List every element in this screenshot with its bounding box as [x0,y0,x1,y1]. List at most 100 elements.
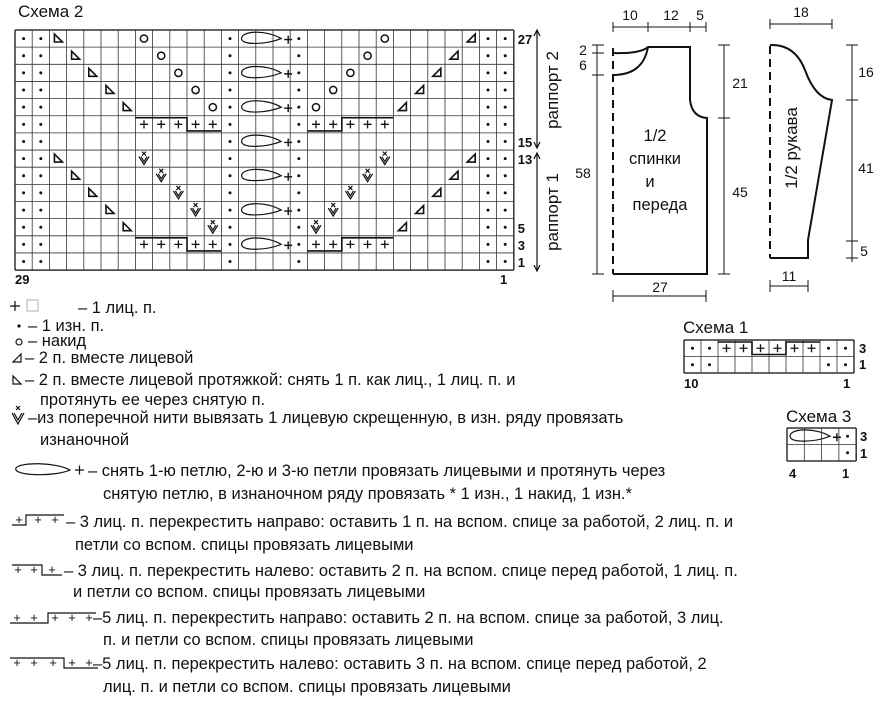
purl-dot-icon [39,242,43,246]
purl-dot-icon [228,122,232,126]
purl-dot-icon [39,208,43,212]
purl-dot-icon [486,260,490,264]
dim-sleeve-top: 18 [793,4,809,20]
loop-plus-icon [284,35,293,44]
purl-dot-icon [39,71,43,75]
purl-dot-icon [22,37,26,41]
k2tog-icon [413,83,425,95]
dim-sleeve-cuff: 5 [860,243,868,259]
knit-plus-icon [807,344,816,353]
body-dimension-lines [592,22,730,302]
yarn-over-icon [15,338,23,346]
purl-dot-icon [228,242,232,246]
purl-dot-icon [39,88,43,92]
knit-plus-icon [329,120,338,129]
purl-dot-icon [844,346,847,350]
purl-dot-icon [39,191,43,195]
dim-side-height: 45 [732,184,748,200]
cable-cross-line [307,237,394,252]
purl-dot-icon [39,37,43,41]
knit-plus-icon [191,120,200,129]
purl-dot-icon [39,157,43,161]
purl-dot-icon [486,122,490,126]
legend-cable-3-left-text: – 3 лиц. п. перекрестить налево: оставит… [64,562,738,580]
sleeve-label: 1/2 рукава [782,107,801,189]
purl-dot-icon [297,37,301,41]
dim-neck-depth-2: 6 [579,57,587,73]
k2tog-icon [430,66,442,78]
knit-plus-icon [191,240,200,249]
purl-dot-icon [22,191,26,195]
loop-plus-icon [284,241,293,250]
purl-dot-icon [22,54,26,58]
pass-over-loop-icon [240,168,283,182]
purl-dot-icon [297,54,301,58]
knit-plus-icon [312,120,320,129]
purl-dot-icon [39,122,43,126]
purl-dot-icon [503,105,507,109]
purl-dot-icon [39,174,43,178]
purl-dot-icon [503,191,507,195]
k2tog-icon [396,100,408,112]
purl-dot-icon [22,260,26,264]
purl-dot-icon [39,225,43,229]
knit-plus-icon [208,240,217,249]
purl-dot-icon [297,105,301,109]
purl-dot-icon [228,88,232,92]
legend-cable-3-left-text-cont: и петли со вспом. спицы провязать лицевы… [73,583,426,601]
purl-dot-icon [228,260,232,264]
sleeve-dimensions: 18 16 41 5 11 [782,4,874,284]
ssk-icon [105,203,116,215]
dim-sleeve-bottom: 11 [782,268,797,284]
m1-twisted-icon [207,219,219,235]
scheme-3-chart [786,427,857,462]
ssk-icon [122,220,134,232]
sleeve-dimension-lines [769,19,858,292]
dim-armhole-width: 5 [696,7,704,23]
scheme-3-col-left-label: 4 [789,466,797,481]
legend-cable-pluses: +++ +++ +++++ +++++ [13,512,93,670]
scheme-3-row-label: 3 [860,429,867,444]
loop-plus-icon [284,104,293,113]
purl-dot-icon [486,54,490,58]
purl-dot-icon [22,157,26,161]
m1-twisted-icon [155,168,167,183]
purl-dot-icon [297,122,301,126]
purl-dot-icon [228,139,232,143]
knit-plus-icon [140,240,148,249]
purl-dot-icon [503,88,507,92]
cable-cross-line [307,116,394,132]
row-number-label: 15 [518,135,532,150]
legend-symbols [10,299,98,669]
row-number-label: 1 [518,255,525,270]
knit-plus-icon [790,344,799,353]
body-label-line: спинки [629,150,681,168]
knit-plus-icon [140,120,148,129]
sleeve-pattern [769,43,834,259]
legend-cable-5-left-text: –5 лиц. п. перекрестить налево: оставить… [93,655,707,673]
purl-dot-icon [22,174,26,178]
purl-dot-icon [691,346,694,350]
purl-dot-icon [228,191,232,195]
rapport-2-label: раппорт 2 [543,51,562,129]
purl-dot-icon [691,363,694,367]
purl-dot-icon [228,37,232,41]
purl-dot-icon [503,139,507,143]
body-pattern [612,46,708,275]
m1-twisted-icon [344,185,356,201]
purl-dot-icon [503,174,507,178]
legend-loop-text-cont: снятую петлю, в изнаночном ряду провязат… [103,485,632,503]
yarn-over-icon [156,51,166,61]
legend-yarn-over-text: – накид [28,332,87,350]
knit-plus-icon [773,344,782,353]
purl-dot-icon [22,122,26,126]
purl-dot-icon [297,88,301,92]
purl-dot-icon [22,242,26,246]
purl-dot-icon [846,451,850,455]
scheme-1-col-right-label: 1 [843,376,850,391]
purl-dot-icon [297,191,301,195]
purl-dot-icon [22,71,26,75]
legend-cable-3-right-text: – 3 лиц. п. перекрестить направо: остави… [66,513,734,531]
